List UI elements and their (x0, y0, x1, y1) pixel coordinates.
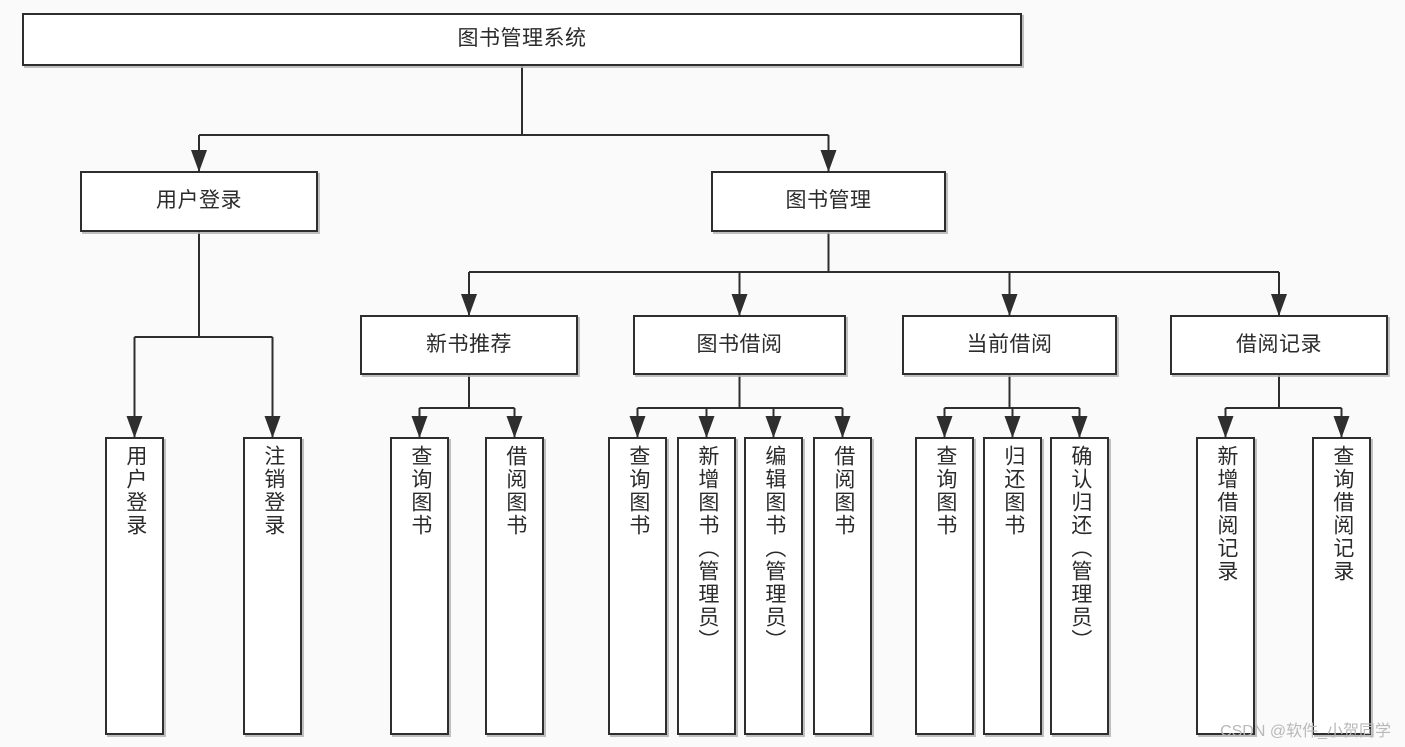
node-label-leaf-user-logout: 注销登录 (261, 445, 285, 537)
node-leaf-rec-borrow[interactable]: 借阅图书 (485, 437, 544, 735)
node-leaf-rec-query[interactable]: 查询图书 (390, 437, 449, 735)
node-borrow-record[interactable]: 借阅记录 (1170, 315, 1388, 375)
node-label-leaf-bb-edit: 编辑图书（管理员） (762, 445, 786, 652)
node-leaf-cb-return[interactable]: 归还图书 (983, 437, 1042, 735)
node-label-root: 图书管理系统 (457, 27, 587, 51)
node-label-leaf-rec-borrow: 借阅图书 (503, 445, 527, 537)
node-label-leaf-cb-return: 归还图书 (1001, 445, 1025, 537)
node-label-leaf-bb-query: 查询图书 (626, 445, 650, 537)
node-label-leaf-cb-query: 查询图书 (933, 445, 957, 537)
node-label-leaf-br-query: 查询借阅记录 (1330, 445, 1354, 583)
node-leaf-bb-edit[interactable]: 编辑图书（管理员） (744, 437, 803, 735)
node-label-leaf-bb-borrow: 借阅图书 (831, 445, 855, 537)
node-label-book-manage: 图书管理 (785, 189, 872, 213)
node-leaf-user-login[interactable]: 用户登录 (105, 437, 164, 735)
node-leaf-user-logout[interactable]: 注销登录 (243, 437, 302, 735)
node-label-leaf-rec-query: 查询图书 (408, 445, 432, 537)
node-root[interactable]: 图书管理系统 (22, 13, 1022, 66)
node-label-leaf-user-login: 用户登录 (123, 445, 147, 537)
node-label-new-book-rec: 新书推荐 (426, 332, 512, 356)
node-label-borrow-record: 借阅记录 (1236, 332, 1322, 356)
node-current-borrow[interactable]: 当前借阅 (902, 315, 1117, 375)
node-leaf-cb-query[interactable]: 查询图书 (915, 437, 974, 735)
node-label-leaf-cb-confirm: 确认归还（管理员） (1068, 445, 1092, 652)
node-book-borrow[interactable]: 图书借阅 (633, 315, 846, 375)
node-leaf-cb-confirm[interactable]: 确认归还（管理员） (1050, 437, 1109, 735)
node-book-manage[interactable]: 图书管理 (711, 171, 946, 232)
node-leaf-br-add[interactable]: 新增借阅记录 (1196, 437, 1255, 735)
node-new-book-rec[interactable]: 新书推荐 (360, 315, 578, 375)
node-leaf-bb-add[interactable]: 新增图书（管理员） (677, 437, 736, 735)
node-leaf-bb-borrow[interactable]: 借阅图书 (813, 437, 872, 735)
node-leaf-bb-query[interactable]: 查询图书 (608, 437, 667, 735)
node-leaf-br-query[interactable]: 查询借阅记录 (1312, 437, 1371, 735)
node-user-login[interactable]: 用户登录 (80, 171, 318, 232)
node-label-leaf-br-add: 新增借阅记录 (1214, 445, 1238, 583)
node-label-book-borrow: 图书借阅 (696, 332, 783, 356)
node-label-current-borrow: 当前借阅 (966, 332, 1053, 356)
node-label-user-login: 用户登录 (156, 189, 242, 213)
node-label-leaf-bb-add: 新增图书（管理员） (695, 445, 719, 652)
